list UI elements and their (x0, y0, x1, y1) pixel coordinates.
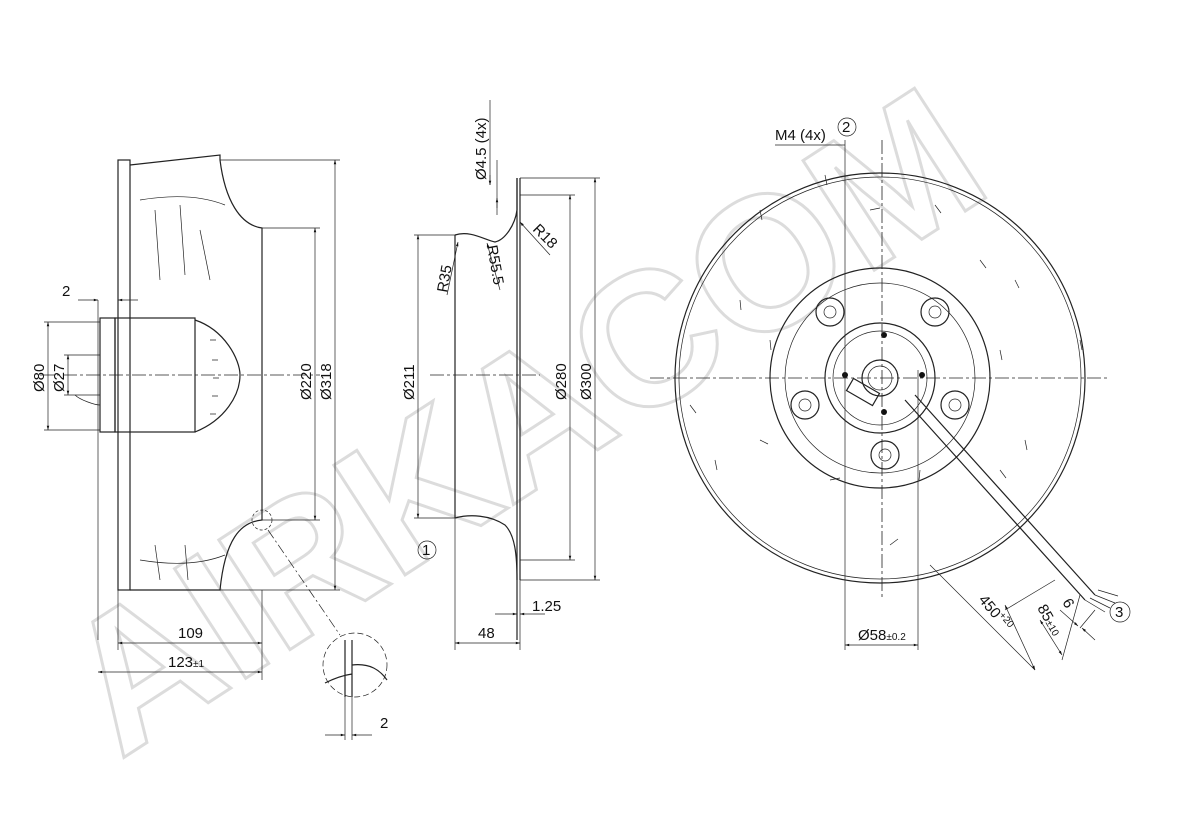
dim-85: 85 (1034, 602, 1057, 625)
dim-r35: R35 (434, 264, 456, 294)
dim-d58: Ø58 (858, 627, 886, 644)
dim-d58-tolerance: ±0.2 (886, 632, 906, 643)
dim-d280: Ø280 (553, 363, 570, 400)
dim-85-tolerance: ±10 (1043, 618, 1061, 638)
dim-gap-2: 2 (62, 283, 70, 300)
dim-123: 123 (168, 654, 193, 671)
svg-text:Ø58±0.2: Ø58±0.2 (858, 627, 906, 644)
dim-r55-5: R55.5 (483, 244, 507, 286)
dim-d318: Ø318 (318, 363, 335, 400)
mounting-bosses (790, 297, 970, 470)
dim-109: 109 (178, 625, 203, 642)
dim-r18: R18 (529, 221, 560, 252)
callout-2: 2 (842, 119, 850, 136)
dim-1-25: 1.25 (532, 598, 561, 615)
side-view: Ø80 Ø27 2 Ø220 Ø318 109 123±1 2 (31, 154, 388, 740)
dim-123-tolerance: ±1 (193, 659, 204, 670)
svg-text:450+20: 450+20 (975, 591, 1016, 635)
dim-6: 6 (1059, 596, 1078, 612)
dim-d27: Ø27 (51, 364, 68, 392)
dim-d211: Ø211 (401, 364, 418, 400)
svg-text:123±1: 123±1 (168, 654, 205, 671)
dim-48: 48 (478, 625, 495, 642)
dim-d80: Ø80 (31, 364, 48, 392)
blade-slots (689, 174, 1083, 546)
callout-3: 3 (1115, 604, 1123, 621)
dim-d220: Ø220 (298, 363, 315, 400)
callout-1: 1 (422, 542, 430, 559)
dim-detail-2: 2 (380, 715, 388, 732)
dim-m4-4x: M4 (4x) (775, 127, 826, 144)
dim-d300: Ø300 (578, 363, 595, 400)
dim-d4-5-4x: Ø4.5 (4x) (473, 117, 490, 180)
